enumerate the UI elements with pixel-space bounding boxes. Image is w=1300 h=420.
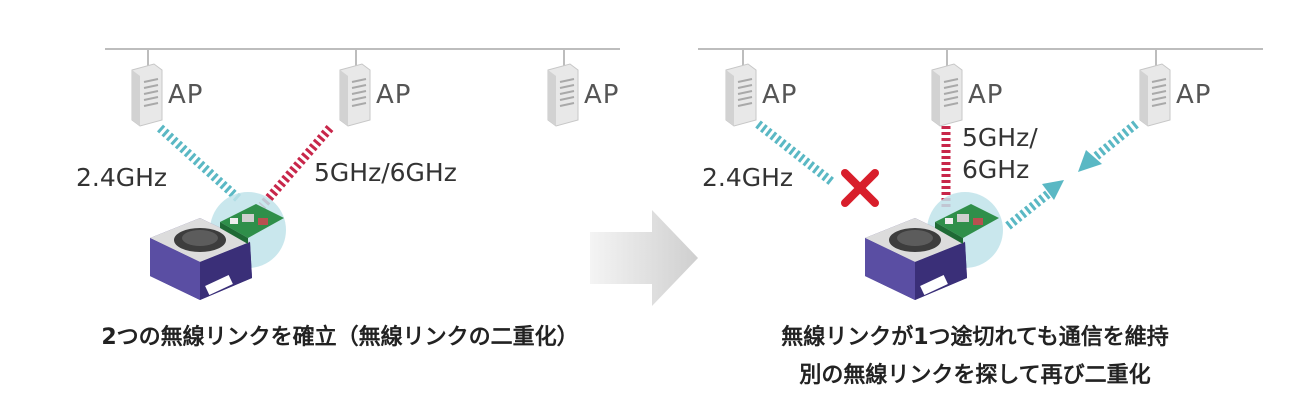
access-point: AP (128, 63, 238, 127)
access-point: AP (928, 63, 1038, 127)
access-point-icon (339, 63, 371, 127)
link-5ghz-6ghz (258, 125, 334, 209)
access-point: AP (336, 63, 446, 127)
ap-label: AP (968, 80, 1004, 110)
frequency-label-5-6ghz: 5GHz/ 6GHz (962, 123, 1038, 184)
access-point: AP (722, 63, 832, 127)
ap-label: AP (1176, 80, 1212, 110)
link-2-4ghz-broken (755, 120, 835, 186)
network-rail (698, 48, 1263, 50)
access-point-icon (131, 63, 163, 127)
network-rail (105, 48, 620, 50)
rail-drop (355, 48, 357, 66)
panel-before: AP AP AP 2.4GHz (76, 48, 620, 350)
ap-label: AP (168, 80, 204, 110)
access-point-icon (931, 63, 963, 127)
transition-arrow (590, 210, 698, 306)
access-point-icon (1139, 63, 1171, 127)
ap-label: AP (376, 80, 412, 110)
link-failure-x-icon (841, 169, 879, 207)
link-reconnect-arrows (1005, 120, 1139, 230)
rail-drop (563, 48, 565, 66)
rail-drop (147, 48, 149, 66)
robot-with-wireless-module (865, 192, 1003, 300)
ap-label: AP (584, 80, 620, 110)
caption-before: 2つの無線リンクを確立（無線リンクの二重化） (101, 325, 579, 350)
rail-drop (946, 48, 948, 66)
access-point: AP (1136, 63, 1246, 127)
frequency-label-2-4ghz: 2.4GHz (76, 163, 168, 192)
link-5ghz-6ghz (941, 126, 951, 208)
panel-after: AP AP AP (650, 0, 1300, 420)
rail-drop (1155, 48, 1157, 66)
caption-after-line1: 無線リンクが1つ途切れても通信を維持 (781, 325, 1169, 350)
frequency-label-2-4ghz: 2.4GHz (702, 163, 794, 192)
robot-with-wireless-module (150, 192, 286, 300)
rail-drop (742, 48, 744, 66)
access-point: AP (544, 63, 654, 127)
caption-after-line2: 別の無線リンクを探して再び二重化 (799, 363, 1151, 388)
ap-label: AP (762, 80, 798, 110)
frequency-label-5-6ghz: 5GHz/6GHz (314, 158, 457, 187)
access-point-icon (725, 63, 757, 127)
access-point-icon (547, 63, 579, 127)
